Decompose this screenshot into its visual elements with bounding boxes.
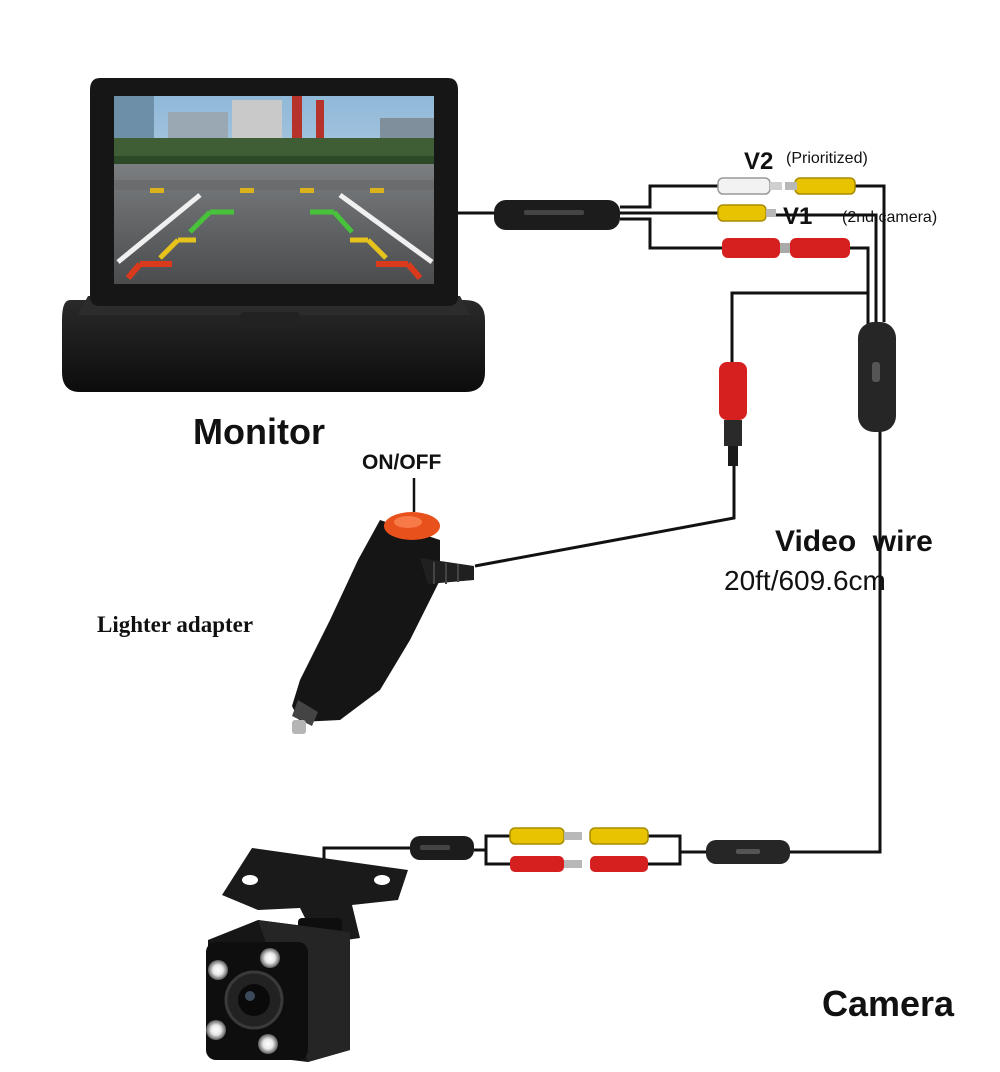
on-off-label: ON/OFF — [362, 451, 442, 474]
camera-side-connector — [410, 836, 474, 860]
rca-red-power-pair — [722, 238, 850, 258]
wires — [322, 184, 886, 866]
prioritized-label: (Prioritized) — [786, 150, 868, 167]
camera-yellow-rca-pair — [509, 827, 649, 845]
second-camera-label: (2nd camera) — [842, 209, 938, 226]
monitor-device — [62, 78, 485, 392]
lighter-adapter-label: Lighter adapter — [97, 612, 254, 637]
video-wire-label: Video wire — [775, 525, 933, 558]
rca-yellow-v1-plug — [717, 204, 776, 222]
backup-camera-device — [206, 848, 408, 1062]
v1-label: V1 — [783, 203, 813, 230]
monitor-label: Monitor — [193, 411, 325, 452]
wire-length-label: 20ft/609.6cm — [724, 565, 886, 596]
camera-label: Camera — [822, 983, 955, 1024]
power-red-plug — [719, 362, 747, 466]
v2-label: V2 — [744, 148, 774, 175]
camera-red-rca-pair — [510, 856, 648, 872]
lighter-adapter-device — [292, 478, 474, 734]
video-wire-junction — [858, 322, 896, 432]
rca-yellow-v2-jack — [785, 177, 856, 195]
rca-white-plug — [717, 177, 782, 195]
video-wire-end-connector — [706, 840, 790, 864]
monitor-splitter — [494, 200, 620, 230]
